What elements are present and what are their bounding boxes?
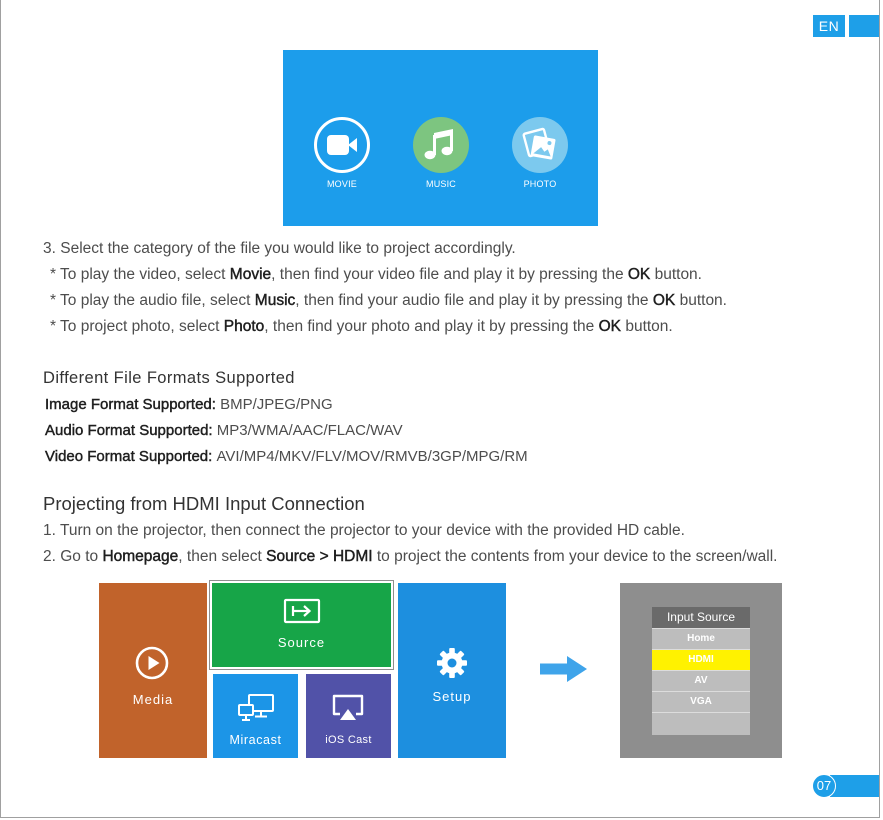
tile-miracast: Miracast xyxy=(213,674,298,758)
gear-icon xyxy=(437,648,467,678)
step-text: to project the contents from your device… xyxy=(372,548,778,565)
format-value: AVI/MP4/MKV/FLV/MOV/RMVB/3GP/MPG/RM xyxy=(216,448,528,465)
photo-label: PHOTO xyxy=(523,179,557,189)
input-option-vga: VGA xyxy=(652,691,750,712)
format-label: Video Format Supported: xyxy=(45,448,213,465)
bullet-text: , then find your video file and play it … xyxy=(271,266,628,283)
input-option-empty xyxy=(652,712,750,735)
formats-heading: Different File Formats Supported xyxy=(43,369,295,387)
step3-intro: 3. Select the category of the file you w… xyxy=(43,240,516,257)
miracast-icon xyxy=(238,694,274,721)
format-row-audio: Audio Format Supported:MP3/WMA/AAC/FLAC/… xyxy=(45,421,403,441)
bullet-photo: * To project photo, select Photo, then f… xyxy=(50,317,673,337)
footer-accent-bar xyxy=(830,775,879,797)
bullet-text: button. xyxy=(675,292,727,309)
input-source-icon xyxy=(283,598,321,624)
input-option-home: Home xyxy=(652,628,750,649)
keyword-music: Music xyxy=(254,292,296,309)
keyword-movie: Movie xyxy=(229,266,272,283)
photo-item xyxy=(512,117,568,173)
language-badge: EN xyxy=(813,15,845,37)
keyword-ok: OK xyxy=(652,292,676,309)
keyword-homepage: Homepage xyxy=(102,548,179,565)
movie-label: MOVIE xyxy=(326,179,357,189)
bullet-text: button. xyxy=(650,266,702,283)
tile-media-label: Media xyxy=(132,692,174,707)
format-row-video: Video Format Supported:AVI/MP4/MKV/FLV/M… xyxy=(45,447,528,467)
hdmi-step1: 1. Turn on the projector, then connect t… xyxy=(43,522,685,539)
bullet-text: button. xyxy=(621,318,673,335)
bullet-text: * To play the video, select xyxy=(50,266,230,283)
bullet-text: , then find your audio file and play it … xyxy=(295,292,653,309)
input-option-av: AV xyxy=(652,670,750,691)
format-label: Audio Format Supported: xyxy=(45,422,213,439)
bullet-text: * To play the audio file, select xyxy=(50,292,255,309)
airplay-icon xyxy=(332,694,364,720)
music-item xyxy=(413,117,469,173)
music-notes-icon xyxy=(413,117,469,173)
bullet-audio: * To play the audio file, select Music, … xyxy=(50,291,727,311)
input-source-screenshot: Input Source Home HDMI AV VGA xyxy=(620,583,782,758)
play-circle-icon xyxy=(135,646,169,680)
input-source-title: Input Source xyxy=(652,607,750,628)
keyword-ok: OK xyxy=(627,266,651,283)
format-row-image: Image Format Supported:BMP/JPEG/PNG xyxy=(45,395,333,415)
header-accent-bar xyxy=(849,15,879,37)
tile-source: Source xyxy=(212,583,391,667)
bullet-video: * To play the video, select Movie, then … xyxy=(50,265,702,285)
tile-miracast-label: Miracast xyxy=(229,733,282,747)
keyword-source-hdmi: Source > HDMI xyxy=(266,548,373,565)
step-text: , then select xyxy=(178,548,267,565)
arrow-right-icon xyxy=(540,656,587,682)
keyword-photo: Photo xyxy=(223,318,265,335)
tile-source-label: Source xyxy=(277,635,326,650)
input-option-hdmi: HDMI xyxy=(652,649,750,670)
movie-item xyxy=(314,117,370,173)
tile-ios-cast-label: iOS Cast xyxy=(325,734,372,746)
hdmi-heading: Projecting from HDMI Input Connection xyxy=(43,493,365,514)
keyword-ok: OK xyxy=(598,318,622,335)
tile-ios-cast: iOS Cast xyxy=(306,674,391,758)
music-label: MUSIC xyxy=(426,179,456,189)
page-number: 07 xyxy=(812,774,836,798)
format-value: BMP/JPEG/PNG xyxy=(220,396,333,413)
media-menu-screenshot: MOVIE MUSIC PHOTO xyxy=(283,50,598,226)
format-value: MP3/WMA/AAC/FLAC/WAV xyxy=(216,422,403,439)
tile-setup: Setup xyxy=(398,583,506,758)
step-text: 2. Go to xyxy=(43,548,103,565)
hdmi-step2: 2. Go to Homepage, then select Source > … xyxy=(43,547,778,567)
movie-camera-icon xyxy=(314,117,370,173)
bullet-text: * To project photo, select xyxy=(50,318,224,335)
format-label: Image Format Supported: xyxy=(45,396,216,413)
bullet-text: , then find your photo and play it by pr… xyxy=(264,318,599,335)
tile-media: Media xyxy=(99,583,207,758)
photo-icon xyxy=(512,117,568,173)
input-source-menu: Input Source Home HDMI AV VGA xyxy=(652,607,750,735)
tile-setup-label: Setup xyxy=(432,689,472,704)
